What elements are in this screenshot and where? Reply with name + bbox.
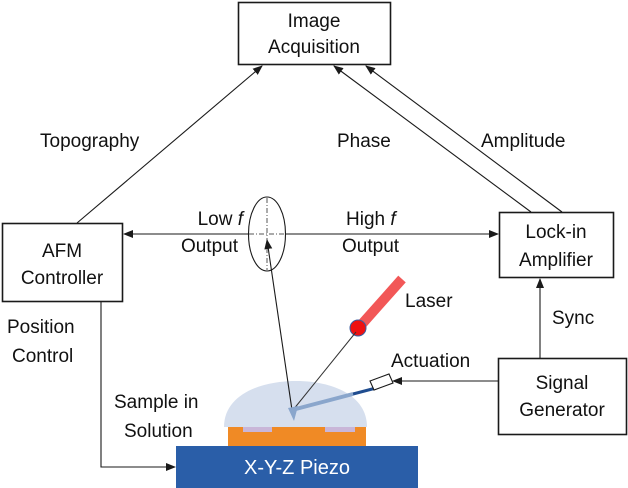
solution-droplet xyxy=(224,381,367,427)
phase-label: Phase xyxy=(337,131,391,152)
actuator xyxy=(369,373,394,391)
sample-pad-right xyxy=(325,427,355,432)
low-f-label: Low f xyxy=(198,209,245,230)
high-f-italic: f xyxy=(390,209,397,230)
position-label-line1: Position xyxy=(7,317,75,338)
reflected-beam xyxy=(264,239,293,411)
amplitude-label: Amplitude xyxy=(481,131,566,152)
actuation-label: Actuation xyxy=(391,351,470,372)
high-f-output-label: Output xyxy=(342,236,400,257)
position-control-arrow xyxy=(100,302,176,471)
phase-arrow xyxy=(333,65,532,213)
signal-generator-line1: Signal xyxy=(536,373,589,394)
afm-controller-box xyxy=(1,222,124,303)
sample-pad-left xyxy=(243,427,272,432)
low-f-text: Low xyxy=(198,209,238,230)
amplitude-arrow xyxy=(365,65,563,213)
sample-label-line2: Solution xyxy=(124,421,193,442)
image-acquisition-box xyxy=(237,1,392,66)
lockin-amplifier-box xyxy=(498,211,615,279)
afm-controller-line1: AFM xyxy=(42,241,82,262)
image-acquisition-line1: Image xyxy=(288,11,341,32)
low-f-output-label: Output xyxy=(181,236,239,257)
laser-label: Laser xyxy=(405,291,453,312)
high-f-text: High xyxy=(346,209,390,230)
cantilever-arm xyxy=(291,392,354,412)
position-label-line2: Control xyxy=(12,346,73,367)
high-f-label: High f xyxy=(346,209,397,230)
lockin-amplifier-line2: Amplifier xyxy=(519,250,594,271)
piezo-label: X-Y-Z Piezo xyxy=(244,457,350,479)
image-acquisition-line2: Acquisition xyxy=(268,37,360,58)
signal-generator-line2: Generator xyxy=(519,400,605,421)
sample-label-line1: Sample in xyxy=(114,392,199,413)
incident-beam xyxy=(292,331,357,411)
cantilever-base xyxy=(352,386,377,396)
signal-generator-box xyxy=(497,357,628,436)
sync-label: Sync xyxy=(552,308,594,329)
piezo-stage xyxy=(176,446,418,488)
lockin-amplifier-line1: Lock-in xyxy=(525,222,586,243)
topography-label: Topography xyxy=(40,131,140,152)
photodetector xyxy=(247,196,287,272)
laser-dot xyxy=(349,319,367,337)
afm-controller-line2: Controller xyxy=(21,268,104,289)
topography-arrow xyxy=(76,65,263,224)
laser-beam-body xyxy=(358,275,406,328)
low-f-italic: f xyxy=(238,209,245,230)
